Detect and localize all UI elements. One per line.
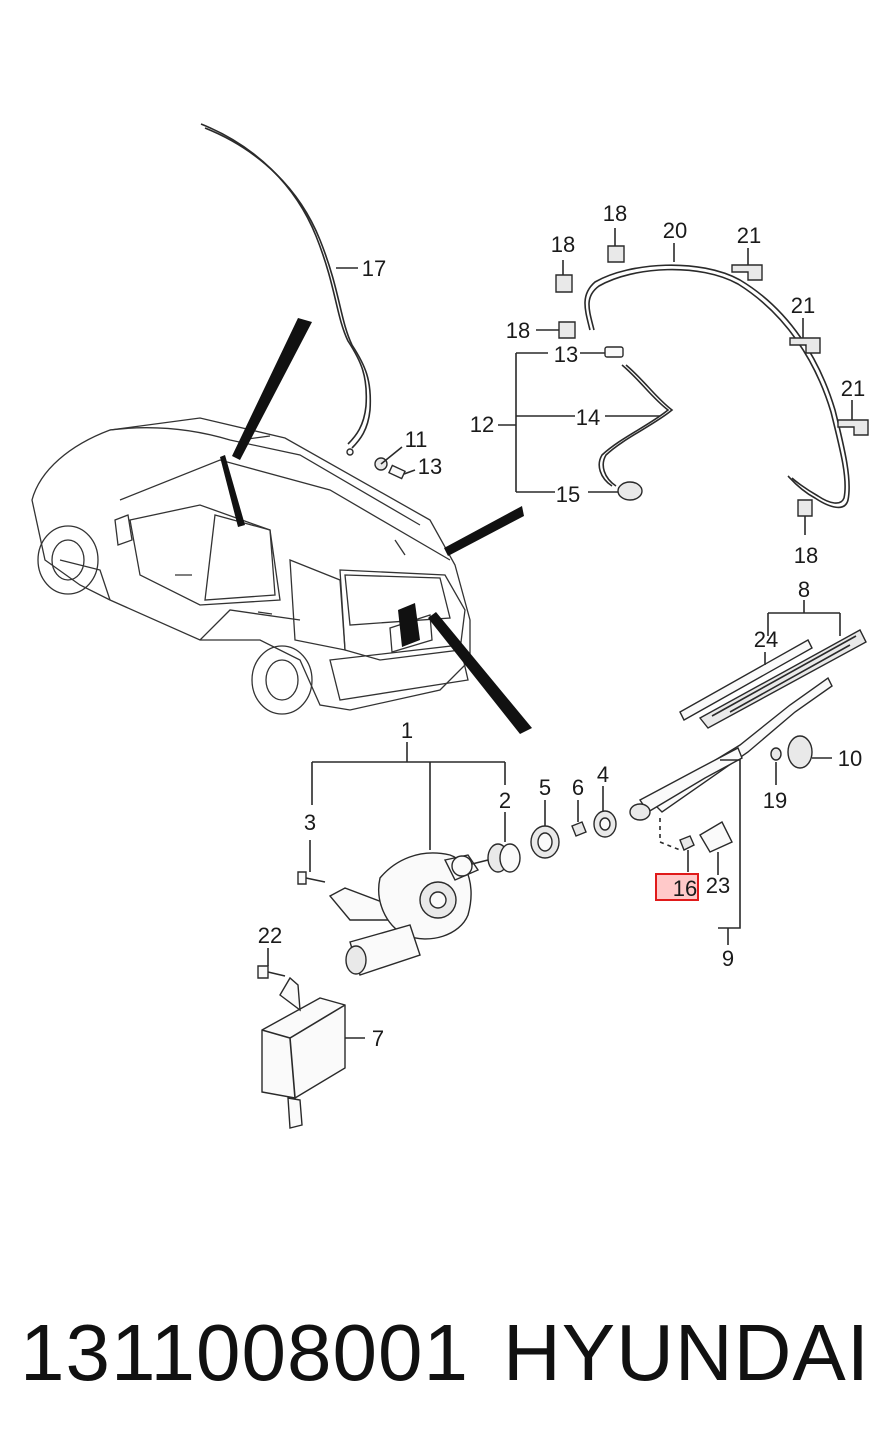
nut-16 — [679, 835, 695, 872]
clips-21 — [731, 248, 869, 436]
callout-labels: 1 2 3 4 5 6 7 8 9 10 11 12 13 13 14 15 1… — [258, 201, 865, 1051]
brand-name: HYUNDAI — [502, 1308, 870, 1397]
callout-10: 10 — [838, 746, 862, 771]
grommet-11 — [374, 446, 403, 471]
callout-16: 16 — [673, 876, 697, 901]
grommet-5 — [530, 800, 560, 859]
nut-6 — [571, 800, 587, 837]
callout-3: 3 — [304, 810, 316, 835]
callout-14: 14 — [576, 405, 600, 430]
callout-21b: 21 — [791, 293, 815, 318]
wiper-blade-8 — [679, 600, 867, 729]
callout-1: 1 — [401, 718, 413, 743]
cap-23 — [699, 821, 733, 875]
control-module-7 — [261, 976, 365, 1129]
callout-8: 8 — [798, 577, 810, 602]
callout-15: 15 — [556, 482, 580, 507]
callout-11: 11 — [405, 427, 428, 452]
callout-18c: 18 — [506, 318, 530, 343]
washer-19 — [770, 747, 782, 785]
part-16-highlight — [655, 873, 699, 901]
hose-assembly-12 — [498, 346, 674, 501]
callout-17: 17 — [362, 256, 386, 281]
callout-2: 2 — [499, 788, 511, 813]
vehicle-illustration — [31, 318, 532, 734]
callout-13b: 13 — [554, 342, 578, 367]
bushing-2 — [487, 812, 521, 873]
callout-12: 12 — [470, 412, 494, 437]
callout-4: 4 — [597, 762, 609, 787]
wiper-arm-9 — [629, 676, 833, 945]
part-number: 1311008001 — [20, 1308, 469, 1397]
callout-18b: 18 — [603, 201, 627, 226]
callout-23: 23 — [706, 873, 730, 898]
callout-24: 24 — [754, 627, 778, 652]
clips-18 — [536, 228, 813, 535]
callout-21c: 21 — [841, 376, 865, 401]
callout-9: 9 — [722, 946, 734, 971]
callout-19: 19 — [763, 788, 787, 813]
callout-21a: 21 — [737, 223, 761, 248]
callout-5: 5 — [539, 775, 551, 800]
callout-22: 22 — [258, 923, 282, 948]
bolt-22 — [257, 948, 286, 979]
hose-20 — [584, 243, 850, 509]
motor-assembly-1 — [311, 742, 506, 976]
hose-17 — [200, 123, 372, 456]
callout-6: 6 — [572, 775, 584, 800]
callout-18d: 18 — [794, 543, 818, 568]
cover-10 — [787, 735, 832, 769]
footer-caption: 1311008001 HYUNDAI — [20, 1298, 870, 1408]
cap-4 — [593, 786, 617, 838]
callout-18a: 18 — [551, 232, 575, 257]
bolt-3 — [297, 840, 326, 885]
callout-20: 20 — [663, 218, 687, 243]
callout-13a: 13 — [418, 454, 442, 479]
callout-7: 7 — [372, 1026, 384, 1051]
nozzle-13 — [388, 464, 416, 480]
